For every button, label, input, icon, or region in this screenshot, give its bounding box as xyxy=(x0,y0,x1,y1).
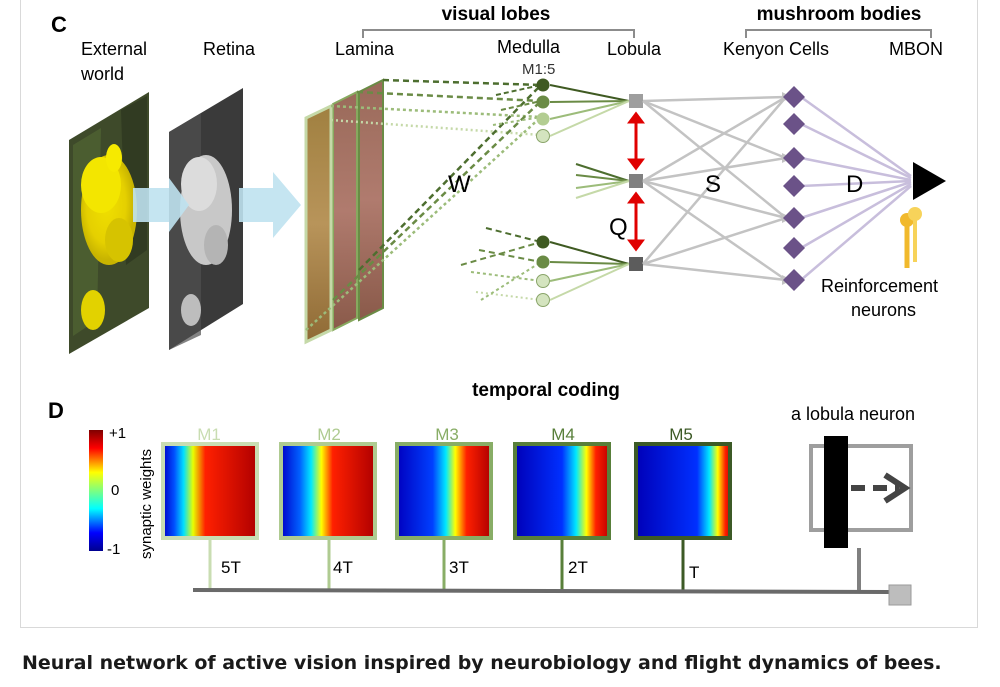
map-delay: 5T xyxy=(221,558,241,577)
temporal-axis xyxy=(192,588,890,594)
lobula-label: Lobula xyxy=(607,39,662,59)
external-world-label-2: world xyxy=(80,64,124,84)
mushroom-bodies-bracket xyxy=(745,29,932,38)
lamina-label: Lamina xyxy=(335,39,395,59)
flow-arrow-1 xyxy=(133,178,189,232)
kenyon-cells-label: Kenyon Cells xyxy=(723,39,829,59)
map-name: M1 xyxy=(197,425,221,444)
map-delay: 3T xyxy=(449,558,469,577)
colorbar-min: -1 xyxy=(107,541,120,558)
colorbar-mid: 0 xyxy=(111,482,119,499)
panel-d-label: D xyxy=(48,398,64,423)
external-world-label-1: External xyxy=(81,39,147,59)
medulla-label: Medulla xyxy=(497,37,561,57)
weight-map-m2: M2 4T xyxy=(279,425,377,590)
lobula-node-1 xyxy=(629,94,643,108)
map-name: M3 xyxy=(435,425,459,444)
s-label: S xyxy=(705,171,721,198)
mbon-label: MBON xyxy=(889,39,943,59)
map-delay: T xyxy=(689,563,699,582)
reinforcement-neurons xyxy=(900,207,922,268)
external-world-image xyxy=(69,92,149,354)
visual-lobes-label: visual lobes xyxy=(442,4,551,25)
lamina-layers xyxy=(304,78,384,345)
colorbar xyxy=(89,430,103,551)
lobula-neuron-label: a lobula neuron xyxy=(791,404,915,424)
lobula-neuron-icon xyxy=(809,436,913,590)
map-delay: 4T xyxy=(333,558,353,577)
panel-c-label: C xyxy=(51,12,67,37)
kenyon-mbon-connections xyxy=(800,95,912,281)
retina-label: Retina xyxy=(203,39,256,59)
colorbar-axis-label: synaptic weights xyxy=(138,449,155,559)
figure-frame: C External world Retina visual lobes Lam… xyxy=(20,0,978,628)
reinforcement-label-1: Reinforcement xyxy=(821,276,938,296)
q-label: Q xyxy=(609,214,628,241)
medulla-nodes-top xyxy=(536,78,550,143)
visual-lobes-bracket xyxy=(362,29,635,38)
map-name: M2 xyxy=(317,425,341,444)
flow-arrow-2 xyxy=(239,172,301,238)
medulla-inputs-top xyxy=(492,84,542,126)
retina-image xyxy=(169,88,243,350)
medulla-nodes-bottom xyxy=(536,235,550,307)
map-delay: 2T xyxy=(568,558,588,577)
map-name: M5 xyxy=(669,425,693,444)
temporal-coding-title: temporal coding xyxy=(472,380,620,401)
map-name: M4 xyxy=(551,425,575,444)
lobula-kenyon-connections xyxy=(642,95,787,282)
medulla-lobula-connections xyxy=(549,84,630,301)
figure-svg: C External world Retina visual lobes Lam… xyxy=(48,4,946,606)
weight-map-m1: M1 5T xyxy=(161,425,259,590)
lamina-medulla-connections xyxy=(305,78,542,331)
mbon-node xyxy=(913,162,946,200)
d-label: D xyxy=(846,171,863,198)
m15-label: M1:5 xyxy=(522,61,555,78)
w-label: W xyxy=(448,171,471,198)
lobula-output-node xyxy=(888,584,912,606)
weight-map-m5: M5 T xyxy=(634,425,732,590)
figure-caption: Neural network of active vision inspired… xyxy=(22,652,942,674)
mushroom-bodies-label: mushroom bodies xyxy=(757,4,922,25)
medulla-inputs-bottom xyxy=(460,227,542,301)
lobula-node-3 xyxy=(629,257,643,271)
kenyon-cells xyxy=(783,86,805,291)
lobula-node-2 xyxy=(629,174,643,188)
colorbar-max: +1 xyxy=(109,425,126,442)
lobula-inhibition xyxy=(627,111,645,252)
weight-map-m3: M3 3T xyxy=(395,425,493,590)
weight-map-m4: M4 2T xyxy=(513,425,611,590)
reinforcement-label-2: neurons xyxy=(851,300,916,320)
